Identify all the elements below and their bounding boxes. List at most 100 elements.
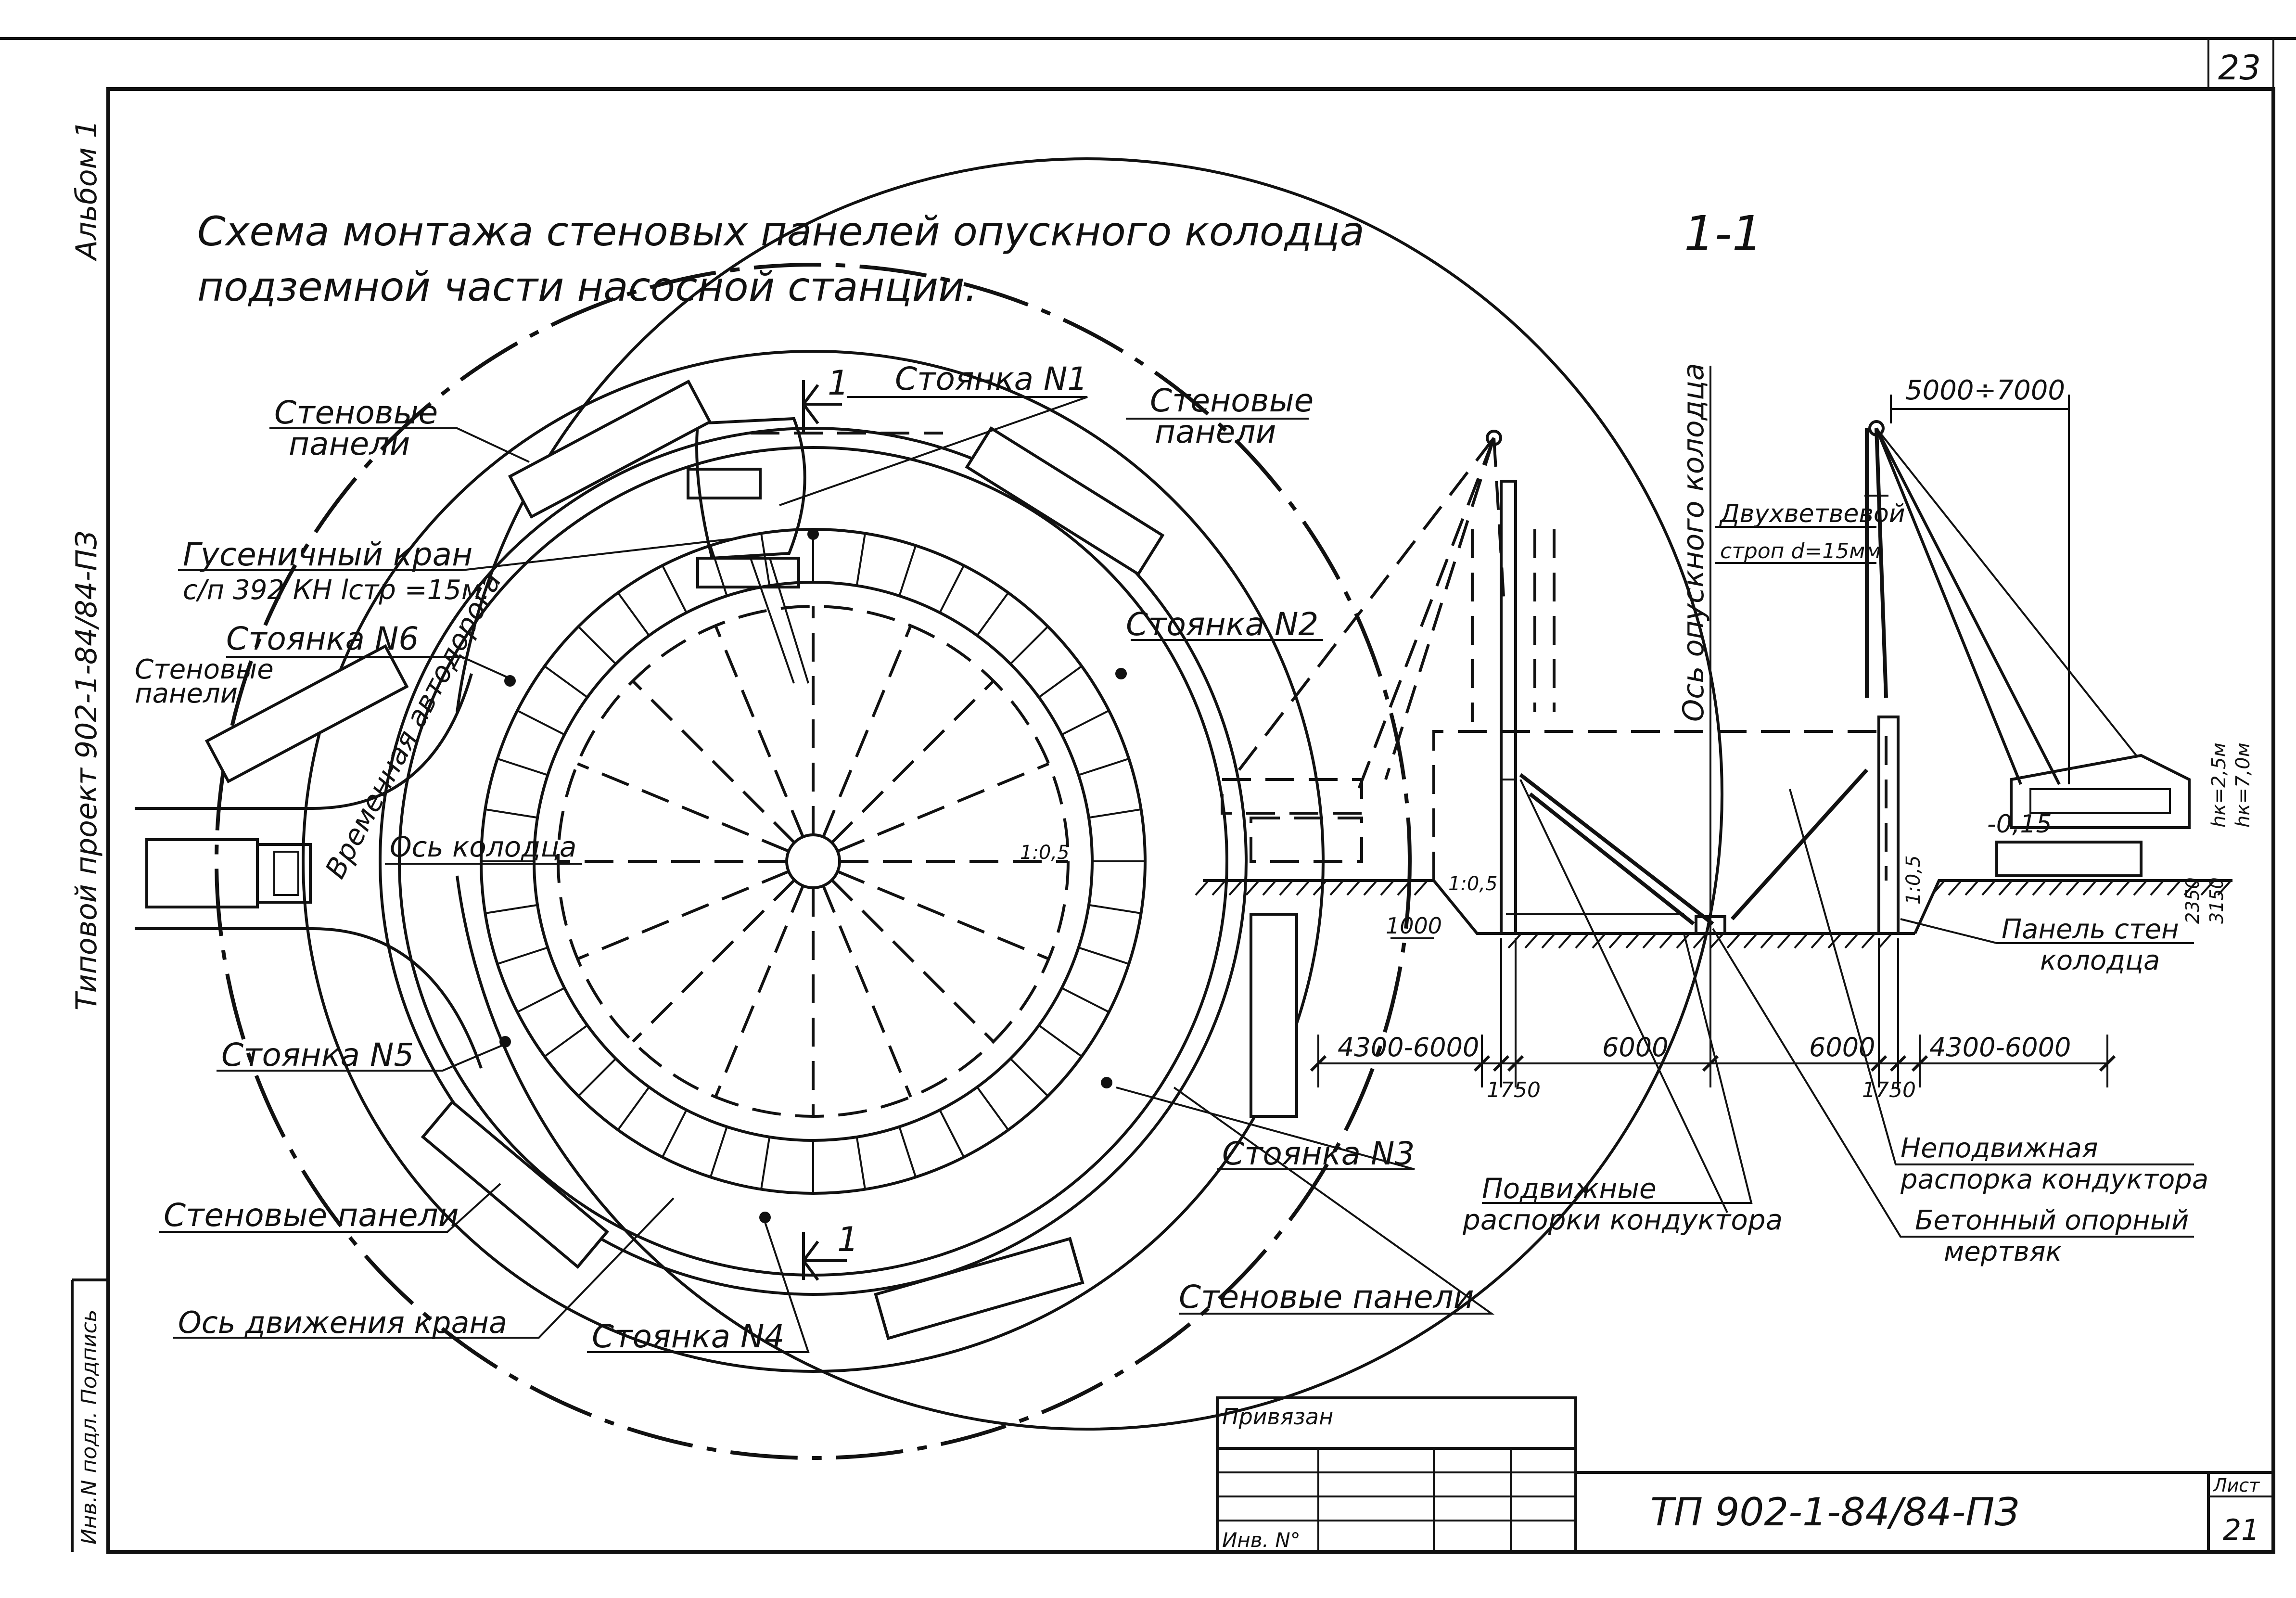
wall-segment-divider — [517, 709, 565, 736]
left-stamp-text: Инв.N подл. Подпись — [77, 1309, 102, 1545]
wall-segment-divider — [544, 1024, 588, 1058]
hatch-mark — [1642, 933, 1656, 949]
hatch-mark — [2049, 881, 2063, 896]
ground-hatching — [1195, 881, 2231, 949]
title-block-code: ТП 902-1-84/84-ПЗ — [1650, 1490, 2019, 1534]
wall-segment-divider — [497, 757, 548, 776]
label-anchor-2: мертвяк — [1944, 1236, 2062, 1267]
section-labels: Ось опускного колодца Двухветвевой строп… — [1338, 363, 2254, 1267]
wall-segment-divider — [544, 665, 588, 698]
ground-right — [1913, 879, 2232, 934]
wall-segment-divider — [976, 1087, 1009, 1131]
label-dim-right: 4300-6000 — [1929, 1032, 2071, 1062]
wall-segment-divider — [1038, 1024, 1083, 1058]
hatch-mark — [1726, 933, 1740, 949]
hatch-mark — [1575, 933, 1589, 949]
hatch-mark — [2015, 881, 2029, 896]
hatch-mark — [1743, 933, 1757, 949]
hatch-mark — [2032, 881, 2046, 896]
wall-segment-divider — [1088, 808, 1141, 819]
wall-segment-divider — [497, 946, 548, 965]
hatch-mark — [1693, 933, 1707, 949]
stop-marker-2 — [1115, 668, 1127, 679]
label-dim-mid-right: 6000 — [1809, 1032, 1875, 1062]
label-mark-side2: 3150 — [2206, 877, 2227, 924]
hatch-mark — [1380, 881, 1394, 896]
label-stop-5: Стоянка N5 — [221, 1036, 414, 1074]
hatch-mark — [1931, 881, 1945, 896]
hatch-mark — [1346, 881, 1360, 896]
hatch-mark — [1262, 881, 1276, 896]
hatch-mark — [1760, 933, 1774, 949]
wall-inner-circle — [533, 581, 1094, 1142]
spoke-line — [577, 870, 790, 960]
wall-segment-divider — [1078, 757, 1129, 776]
crane-axis-circle — [215, 263, 1412, 1460]
label-stop-1: Стоянка N1 — [895, 360, 1087, 397]
label-panels-br: Стеновые панели — [1179, 1278, 1474, 1316]
hatch-mark — [1541, 933, 1555, 949]
wall-segment-divider — [617, 1087, 650, 1131]
hatch-mark — [1709, 933, 1723, 949]
hatch-mark — [1998, 881, 2012, 896]
hatch-mark — [1397, 881, 1411, 896]
hatch-mark — [1212, 881, 1225, 896]
hatch-mark — [1414, 881, 1428, 896]
label-dim-small-right: 1750 — [1862, 1078, 1916, 1102]
label-anchor-1: Бетонный опорный — [1915, 1205, 2189, 1236]
spokes — [558, 606, 1068, 1116]
label-panels-bl: Стеновые панели — [164, 1197, 459, 1234]
hatch-mark — [1948, 881, 1962, 896]
wall-panel-bottom-right — [874, 1237, 1084, 1341]
wall-segment-divider — [617, 592, 650, 636]
spoke-line — [577, 762, 790, 853]
hatch-mark — [1964, 881, 1978, 896]
label-crane-axis: Ось движения крана — [178, 1305, 507, 1340]
right-crane-icon — [1864, 420, 2191, 877]
hatch-mark — [1827, 933, 1841, 949]
hatch-mark — [2167, 881, 2181, 896]
side-project-label: Типовой проект 902-1-84/84-ПЗ — [70, 531, 103, 1010]
hatch-mark — [2183, 881, 2197, 896]
label-sling-1: Двухветвевой — [1719, 499, 1905, 528]
hatch-mark — [1625, 933, 1639, 949]
label-dim-mid-left: 6000 — [1602, 1032, 1668, 1062]
sheet-frame — [0, 37, 2296, 1554]
wall-panel-top-right — [965, 426, 1165, 576]
label-movable-2: распорки кондуктора — [1462, 1203, 1783, 1236]
ground-left — [1203, 879, 1501, 935]
label-dim-left: 4300-6000 — [1338, 1032, 1479, 1062]
stop-marker-3 — [1101, 1077, 1112, 1088]
wall-segment-divider — [939, 1109, 965, 1158]
wall-segment-divider — [1078, 946, 1129, 965]
title-block-inv: Инв. N° — [1222, 1528, 1301, 1552]
spoke-line — [830, 680, 995, 844]
hatch-mark — [1507, 933, 1521, 949]
hatch-mark — [2099, 881, 2113, 896]
label-fixed-2: распорка кондуктора — [1900, 1164, 2208, 1195]
hatch-mark — [1844, 933, 1858, 949]
wall-segment-divider — [485, 904, 538, 914]
label-wall-panel-1: Панель стен — [2002, 914, 2179, 945]
title-block — [1216, 1396, 2273, 1553]
label-plan-slope: 1:0,5 — [1020, 842, 1070, 864]
movable-strut-1 — [1519, 773, 1714, 926]
hatch-mark — [2133, 881, 2147, 896]
wall-segment-divider — [939, 565, 965, 614]
label-sling-2: строп d=15мм — [1720, 539, 1881, 563]
label-panels-tr-1: Стеновые — [1150, 382, 1314, 419]
drawing-title-line1: Схема монтажа стеновых панелей опускного… — [197, 208, 1365, 255]
label-crane-2: с/п 392 КН lстр =15м. — [183, 575, 490, 606]
album-label: Альбом 1 — [70, 120, 103, 262]
wall-segment-divider — [517, 987, 565, 1013]
hatch-mark — [2200, 881, 2214, 896]
hatch-mark — [2082, 881, 2096, 896]
label-panels-l-2: панели — [135, 678, 238, 709]
right-wall-panel — [1877, 716, 1900, 935]
section-label: 1-1 — [1684, 205, 1762, 262]
wall-segment-divider — [976, 592, 1009, 636]
label-crane-1: Гусеничный кран — [183, 536, 472, 573]
hatch-mark — [2066, 881, 2079, 896]
title-block-tied: Привязан — [1222, 1404, 1333, 1430]
